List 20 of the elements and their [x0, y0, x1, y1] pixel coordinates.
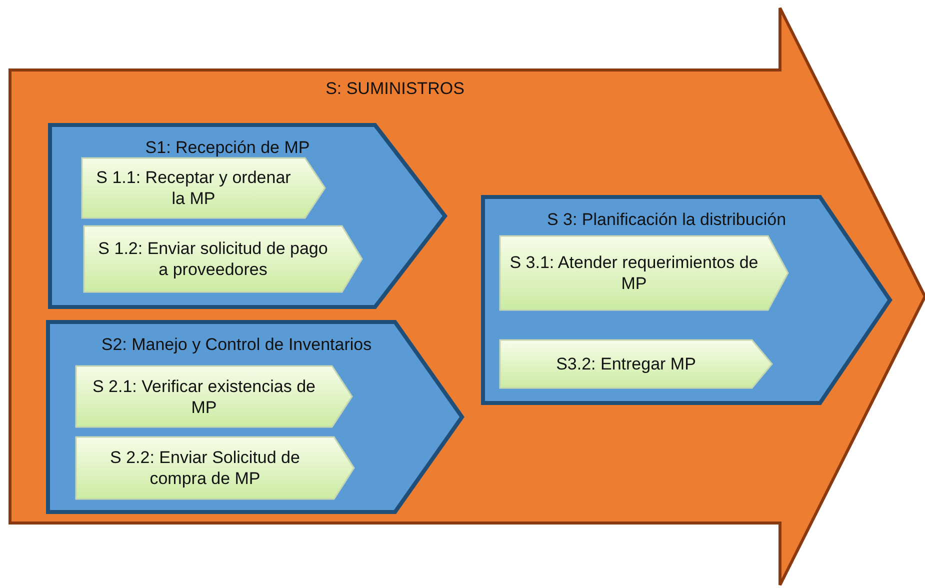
chevron-shape: [50, 125, 445, 307]
subprocess-title: S1: Recepción de MP: [144, 137, 311, 158]
chevron-shape: [84, 226, 362, 292]
process-title: S: SUMINISTROS: [324, 78, 466, 99]
chevron-shape: [500, 340, 772, 388]
step-label: S 3.1: Atender requerimientos de MP: [508, 252, 760, 294]
step-label: S 1.2: Enviar solicitud de pago a proveedores: [97, 238, 329, 280]
step-label: S3.2: Entregar MP: [555, 354, 697, 374]
step-label: S 1.1: Receptar y ordenar la MP: [95, 167, 292, 209]
arrow-shape: [10, 8, 925, 585]
chevron-shape: [500, 236, 788, 310]
chevron-shape: [82, 158, 325, 218]
chevron-shape: [48, 322, 462, 512]
step-label: S 2.1: Verificar existencias de MP: [91, 376, 316, 418]
subprocess-title: S2: Manejo y Control de Inventarios: [100, 334, 373, 355]
step-label: S 2.2: Enviar Solicitud de compra de MP: [109, 447, 301, 489]
chevron-shape: [483, 197, 890, 403]
chevron-shape: [76, 437, 354, 499]
chevron-shape: [76, 366, 352, 427]
subprocess-title: S 3: Planificación la distribución: [546, 209, 788, 230]
